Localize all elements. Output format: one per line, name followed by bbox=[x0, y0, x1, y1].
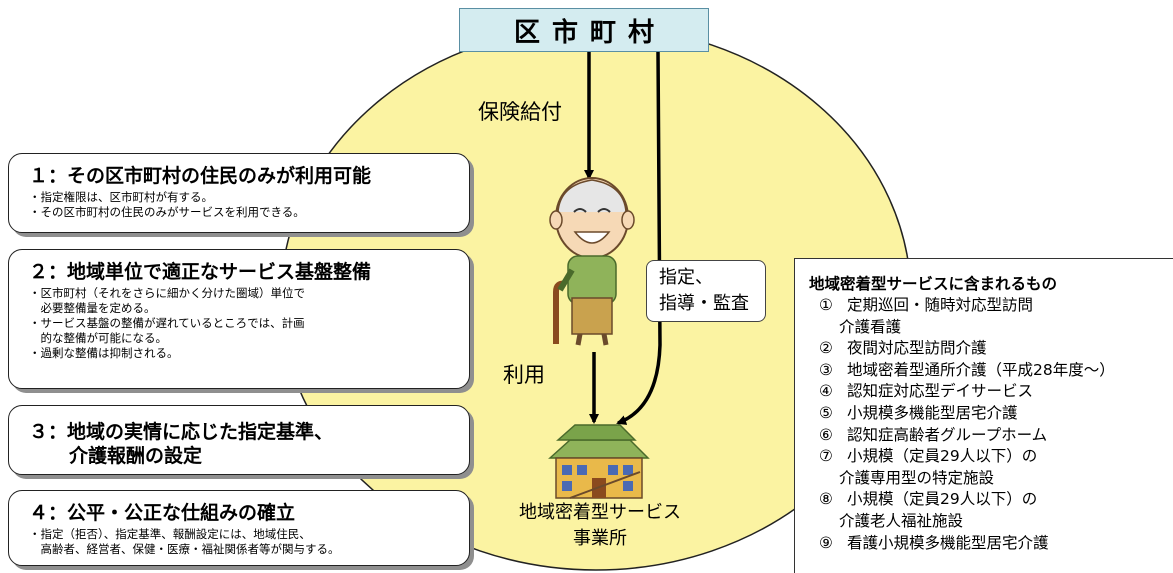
elderly-man-icon bbox=[549, 177, 635, 346]
service-list-item: ② 夜間対応型訪問介護 bbox=[809, 338, 1173, 360]
service-item-text: 小規模多機能型居宅介護 bbox=[847, 403, 1018, 422]
service-item-number: ⑧ bbox=[819, 490, 833, 509]
feature-bullet: ・過剰な整備は抑制される。 bbox=[29, 346, 179, 360]
service-list-item: ⑦ 小規模（定員29人以下）の介護専用型の特定施設 bbox=[809, 446, 1173, 489]
feature-bullet: ・その区市町村の住民のみがサービスを利用できる。 bbox=[29, 205, 305, 219]
service-item-text: 小規模（定員29人以下）の bbox=[847, 490, 1038, 509]
feature-title: １：その区市町村の住民のみが利用可能 bbox=[29, 165, 372, 187]
service-item-number: ② bbox=[819, 339, 833, 358]
service-item-text: 定期巡回・随時対応型訪問 bbox=[847, 296, 1034, 314]
feature-title-continued: 介護報酬の設定 bbox=[69, 445, 203, 467]
feature-box-3: ３：地域の実情に応じた指定基準、 介護報酬の設定 bbox=[8, 405, 470, 475]
feature-title: ３：地域の実情に応じた指定基準、 bbox=[29, 421, 334, 443]
feature-bullet: ・区市町村（それをさらに細かく分けた圏域）単位で bbox=[29, 286, 305, 300]
service-office-line1: 地域密着型サービス bbox=[519, 502, 681, 523]
service-item-text: 認知症高齢者グループホーム bbox=[847, 425, 1048, 444]
service-item-text: 認知症対応型デイサービス bbox=[847, 382, 1034, 401]
service-list: ① 定期巡回・随時対応型訪問介護看護 ② 夜間対応型訪問介護 ③ 地域密着型通所介護（平成… bbox=[809, 295, 1173, 554]
feature-bullet: 的な整備が可能になる。 bbox=[29, 331, 167, 345]
insurance-benefit-label: 保険給付 bbox=[478, 100, 562, 124]
service-list-item: ④ 認知症対応型デイサービス bbox=[809, 381, 1173, 403]
service-item-text: 小規模（定員29人以下）の bbox=[847, 447, 1038, 466]
service-item-number: ③ bbox=[819, 360, 833, 379]
service-item-text: 地域密着型通所介護（平成28年度～） bbox=[847, 360, 1115, 379]
service-list-item: ③ 地域密着型通所介護（平成28年度～） bbox=[809, 360, 1173, 382]
feature-bullet: ・サービス基盤の整備が遅れているところでは、計画 bbox=[29, 316, 305, 330]
feature-title: ２：地域単位で適正なサービス基盤整備 bbox=[29, 261, 372, 283]
service-list-item: ⑥ 認知症高齢者グループホーム bbox=[809, 425, 1173, 447]
service-item-number: ① bbox=[819, 296, 833, 314]
feature-box-4: ４：公平・公正な仕組みの確立 ・指定（拒否）、指定基準、報酬設定には、地域住民、… bbox=[8, 490, 470, 566]
service-item-continued: 介護看護 bbox=[839, 317, 902, 336]
service-item-number: ④ bbox=[819, 382, 833, 401]
service-item-continued: 介護専用型の特定施設 bbox=[839, 468, 995, 487]
service-item-number: ⑦ bbox=[819, 447, 833, 466]
feature-box-1: １：その区市町村の住民のみが利用可能 ・指定権限は、区市町村が有する。 ・その区… bbox=[8, 153, 470, 233]
service-item-number: ⑥ bbox=[819, 425, 833, 444]
feature-bullet: ・指定権限は、区市町村が有する。 bbox=[29, 190, 213, 204]
service-list-item: ① 定期巡回・随時対応型訪問介護看護 bbox=[809, 295, 1173, 338]
feature-bullet: ・指定（拒否）、指定基準、報酬設定には、地域住民、 bbox=[29, 527, 311, 541]
service-list-box: 地域密着型サービスに含まれるもの ① 定期巡回・随時対応型訪問介護看護 ② 夜間対応型… bbox=[794, 258, 1173, 573]
service-item-text: 看護小規模多機能型居宅介護 bbox=[847, 533, 1049, 552]
facility-building-icon bbox=[548, 424, 650, 499]
service-item-continued: 介護老人福祉施設 bbox=[839, 511, 964, 530]
service-office-line2: 事業所 bbox=[573, 528, 627, 549]
feature-title: ４：公平・公正な仕組みの確立 bbox=[29, 502, 296, 524]
service-list-item: ⑨ 看護小規模多機能型居宅介護 bbox=[809, 533, 1173, 555]
feature-box-2: ２：地域単位で適正なサービス基盤整備 ・区市町村（それをさらに細かく分けた圏域）… bbox=[8, 249, 470, 389]
service-list-item: ⑧ 小規模（定員29人以下）の介護老人福祉施設 bbox=[809, 489, 1173, 532]
municipality-box: 区市町村 bbox=[459, 8, 709, 52]
service-item-number: ⑤ bbox=[819, 403, 833, 422]
designation-supervision-box: 指定、 指導・監査 bbox=[646, 260, 766, 322]
designation-arrow bbox=[616, 51, 662, 425]
service-item-text: 夜間対応型訪問介護 bbox=[847, 339, 987, 358]
designation-line2: 指導・監査 bbox=[659, 293, 749, 314]
service-office-label: 地域密着型サービス 事業所 bbox=[490, 500, 710, 552]
feature-bullet: 必要整備量を定める。 bbox=[29, 301, 156, 315]
feature-bullet: 高齢者、経営者、保健・医療・福祉関係者等が関与する。 bbox=[29, 542, 340, 556]
municipality-label: 区市町村 bbox=[513, 17, 666, 48]
service-item-number: ⑨ bbox=[819, 533, 833, 552]
designation-line1: 指定、 bbox=[659, 267, 713, 288]
usage-label: 利用 bbox=[503, 363, 545, 387]
service-list-title: 地域密着型サービスに含まれるもの bbox=[809, 275, 1058, 293]
service-list-item: ⑤ 小規模多機能型居宅介護 bbox=[809, 403, 1173, 425]
